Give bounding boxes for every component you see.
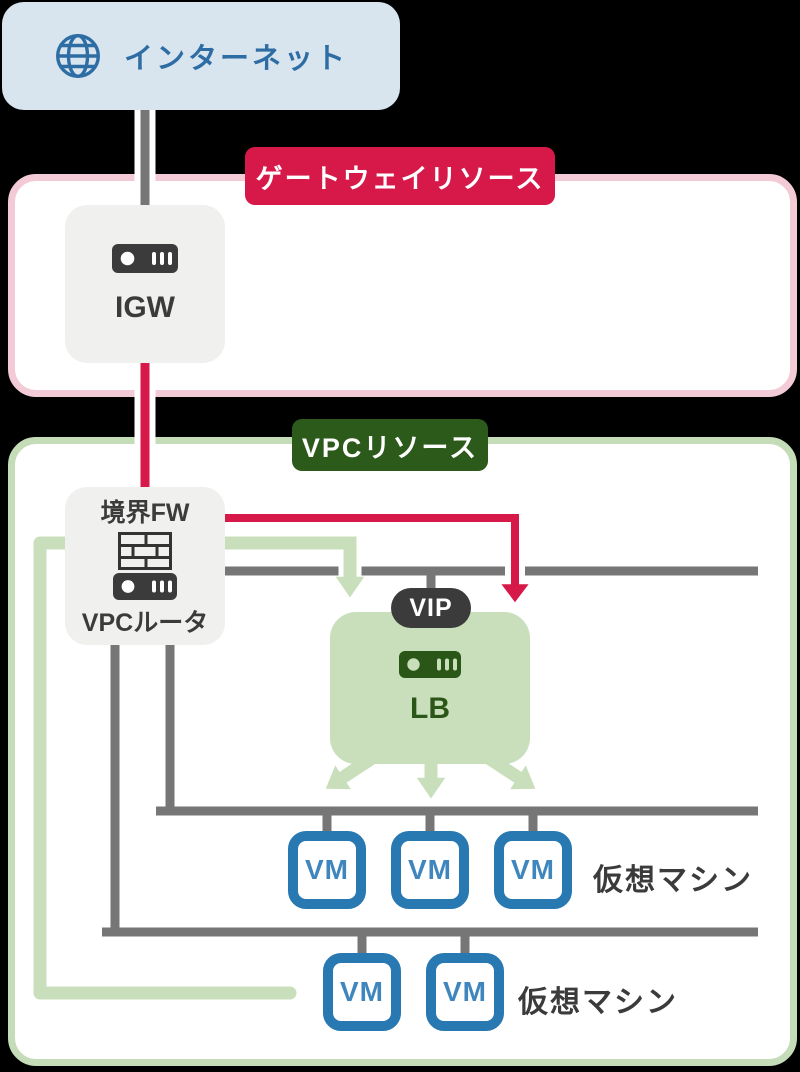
router-icon	[399, 650, 461, 678]
vm-node: VM	[288, 831, 366, 909]
internet-box: インターネット	[2, 2, 400, 110]
vm-node: VM	[323, 953, 401, 1031]
vm-node: VM	[494, 831, 572, 909]
vm-row2-caption: 仮想マシン	[518, 986, 678, 1019]
fw-router-node: 境界FW VPCルータ	[65, 487, 225, 645]
gray-branch-middle	[156, 640, 758, 816]
green-loop-line	[33, 536, 297, 1000]
lb-label: LB	[410, 691, 450, 725]
vm-node: VM	[426, 953, 504, 1031]
firewall-icon	[118, 532, 172, 570]
load-balancer-node: LB	[330, 612, 530, 764]
globe-icon	[55, 34, 100, 78]
igw-node: IGW	[65, 205, 225, 363]
gray-network-lines	[102, 566, 758, 962]
vip-badge: VIP	[391, 588, 471, 628]
igw-label: IGW	[115, 290, 175, 324]
router-icon	[113, 573, 177, 600]
vm-row1-caption: 仮想マシン	[593, 864, 753, 897]
router-icon	[112, 243, 178, 273]
gray-branch-bottom	[102, 640, 758, 937]
fw-to-lb-arrow	[222, 514, 529, 603]
vpc-router-label: VPCルータ	[81, 609, 209, 637]
internet-label: インターネット	[123, 43, 348, 75]
vm-node: VM	[391, 831, 469, 909]
green-to-lb-arrow	[222, 536, 365, 598]
red-inbound-lines	[134, 352, 529, 603]
gateway-section-label: ゲートウェイリソース	[245, 147, 555, 205]
fw-label: 境界FW	[100, 499, 190, 527]
vpc-section-label: VPCリソース	[292, 419, 488, 471]
